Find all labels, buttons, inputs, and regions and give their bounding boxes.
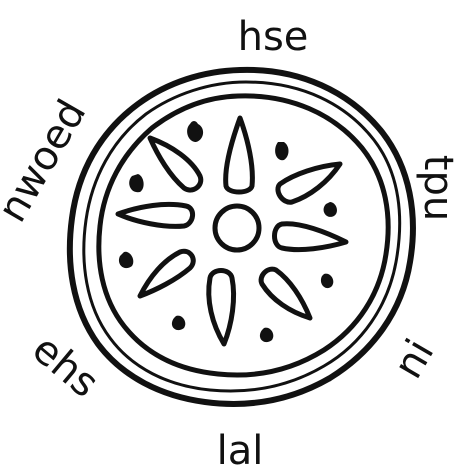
mark-4	[324, 202, 337, 217]
mark-8	[260, 328, 273, 342]
label-upper-right: tpu	[415, 155, 461, 221]
mark-5	[119, 252, 133, 268]
petal-top	[226, 118, 253, 192]
mark-2	[275, 142, 288, 160]
label-lower-right: ni	[385, 332, 443, 387]
petal-bottom	[209, 271, 234, 345]
petals	[118, 118, 346, 344]
label-upper-left: nwoed	[0, 92, 95, 230]
mark-3	[129, 174, 143, 192]
hub-circle	[215, 206, 259, 250]
petal-left	[118, 204, 193, 226]
petal-top-right	[278, 164, 340, 202]
label-top: hse	[238, 14, 309, 60]
petal-bottom-right	[261, 269, 310, 318]
label-bottom: lal	[217, 428, 264, 472]
petal-bottom-left	[140, 251, 193, 296]
mark-6	[321, 274, 333, 288]
petal-right	[275, 224, 347, 250]
petal-top-left	[150, 138, 201, 190]
seal-inner-rim	[99, 96, 388, 375]
mark-1	[187, 121, 203, 142]
mark-7	[172, 316, 185, 330]
